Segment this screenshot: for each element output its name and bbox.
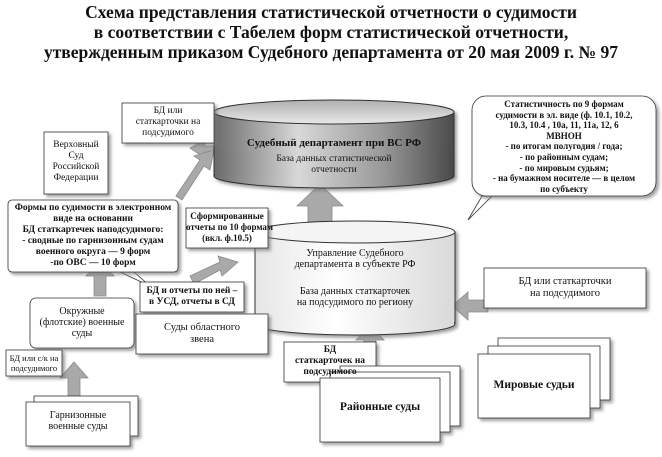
stat9-line-7: - по мировым судьям; [519, 162, 609, 173]
bd-top-line-1: БД или [153, 106, 183, 116]
box-bd-top [121, 102, 215, 144]
bd-stat-mid-line-1: БД [323, 345, 337, 355]
box-bd-cs [5, 349, 63, 377]
bd-stat-mid-line-3: подсудимого [303, 367, 357, 377]
arrow-garn-up [59, 361, 89, 399]
usd-line-3: База данных статкарточек [299, 286, 411, 297]
bd-cs-line-2: подсудимого [10, 363, 58, 373]
stat9-line-5: - по итогам полугодия / года; [505, 141, 623, 152]
bd-reports-line-1: БД и отчеты по ней – [146, 286, 238, 296]
stat9-line-3: 10.3, 10.4 , 10а, 11, 11а, 12, 6 [509, 120, 619, 131]
box-formed [185, 207, 269, 249]
sd-cylinder-shape [213, 99, 455, 189]
forms-line-4: - сводные по гарнизонным судам [22, 236, 164, 246]
formed-line-1: Сформированные [190, 211, 264, 221]
usd-cylinder-shape [254, 220, 456, 336]
stat9-line-6: - по районным судам; [519, 151, 609, 162]
okr-line-1: Окружные [59, 306, 105, 317]
vs-line-2: Суд [68, 151, 84, 161]
vs-line-1: Верховный [53, 140, 99, 150]
forms-line-5: военного округа — 9 форм [35, 247, 151, 257]
garn-label: Гарнизонные военные суды [26, 410, 130, 432]
rayon-text: Районные суды [339, 401, 421, 413]
forms-line-1: Формы по судимости в электронном [14, 203, 172, 213]
formed-label: Сформированные отчеты по 10 формам (вкл.… [186, 211, 274, 244]
box-garn [25, 401, 131, 447]
title-line-3: утвержденным приказом Судебного департам… [43, 42, 619, 62]
stat9-line-4: МВНОН [546, 130, 582, 141]
box-mirovye [477, 353, 591, 419]
bd-right-label: БД или статкарточки на подсудимого [484, 276, 646, 300]
box-vs [43, 131, 109, 195]
garn-line-2: военные суды [48, 421, 108, 432]
bd-reports-line-2: в УСД, отчеты в СД [149, 297, 235, 307]
bd-cs-line-1: БД или с/к на [9, 353, 59, 363]
sd-title: Судебный департамент при ВС РФ [246, 137, 422, 149]
box-rayon [319, 377, 441, 443]
okr-line-3: суды [71, 328, 93, 339]
box-okr [29, 297, 135, 349]
stat9-line-1: Статистичность по 9 формам [504, 99, 624, 109]
box-stat9 [471, 95, 657, 197]
okr-label: Окружные (флотские) военные суды [30, 306, 134, 339]
forms-line-2: виде на основании [53, 214, 133, 224]
garn-line-1: Гарнизонные [49, 410, 107, 421]
box-bd-right [483, 267, 647, 309]
usd-line-4: на подсудимого по региону [296, 297, 414, 308]
stat9-label: Статистичность по 9 формам судимости в э… [472, 99, 656, 194]
usd-cylinder-label: Управление Судебного департамента в субъ… [255, 248, 455, 308]
bd-stat-mid-label: БД статкарточек на подсудимого [284, 345, 376, 378]
bd-right-line-2: на подсудимого [529, 288, 601, 299]
bd-cs-label: БД или с/к на подсудимого [6, 353, 62, 373]
bd-stat-mid-line-2: статкарточек на [294, 356, 366, 366]
vs-line-4: Федерации [53, 173, 99, 183]
bd-reports-label: БД и отчеты по ней – в УСД, отчеты в СД [140, 286, 244, 308]
arrow-obl-to-usd [189, 255, 239, 285]
box-obl [135, 313, 269, 355]
sd-cylinder-label: Судебный департамент при ВС РФ База данн… [214, 138, 454, 176]
mirovye-text: Мировые судьи [493, 379, 575, 391]
title-line-2: в соответствии с Табелем форм статистиче… [93, 22, 569, 42]
stat9-line-9: по субъекту [540, 183, 588, 194]
obl-line-1: Суды областного [164, 322, 240, 333]
forms-line-6: -по ОВС — 10 форм [50, 258, 136, 268]
forms-label: Формы по судимости в электронном виде на… [8, 203, 178, 269]
usd-line-1: Управление Судебного [306, 248, 404, 259]
formed-line-2: отчеты по 10 формам [186, 222, 274, 232]
stat9-line-2: судимости в эл. виде (ф. 10.1, 10.2, [495, 109, 633, 120]
mirovye-label: Мировые судьи [478, 379, 590, 391]
bd-top-line-3: подсудимого [142, 128, 194, 138]
bd-top-line-2: статкарточки на [135, 117, 201, 127]
obl-label: Суды областного звена [136, 322, 268, 346]
vs-label: Верховный Суд Российской Федерации [44, 140, 108, 184]
arrow-forms-up [175, 149, 215, 201]
formed-line-3: (вкл. ф.10.5) [202, 233, 252, 243]
forms-line-3: БД статкартечек наподсудимого: [22, 225, 164, 235]
bd-right-line-1: БД или статкарточки [518, 276, 612, 287]
box-bd-reports [139, 281, 245, 313]
box-forms [7, 199, 179, 273]
okr-line-2: (флотские) военные [39, 317, 125, 328]
title-line-1: Схема представления статистической отчет… [85, 2, 577, 22]
sd-sub-2: отчетности [311, 165, 357, 175]
rayon-label: Районные суды [320, 401, 440, 413]
usd-line-2: департамента в субъекте РФ [294, 259, 416, 270]
callout-tail-stat9 [467, 195, 493, 221]
page-title: Схема представления статистической отчет… [0, 2, 662, 62]
arrow-mir-to-usd [451, 291, 489, 321]
bd-top-label: БД или статкарточки на подсудимого [122, 106, 214, 139]
sd-sub-1: База данных статистической [276, 154, 392, 164]
stat9-line-8: - на бумажном носителе — в целом [492, 173, 636, 184]
vs-line-3: Российской [52, 162, 100, 172]
obl-line-2: звена [190, 334, 214, 345]
